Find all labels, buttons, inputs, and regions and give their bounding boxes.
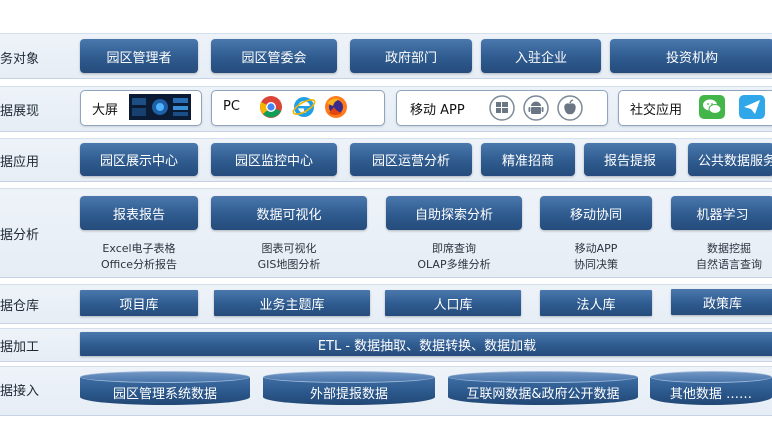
audience-park-manager[interactable]: 园区管理者	[80, 39, 198, 73]
analysis-self-service[interactable]: 自助探索分析	[386, 196, 522, 230]
app-precise-investment[interactable]: 精准招商	[481, 143, 575, 176]
ingest-other-data-label: 其他数据 ……	[669, 387, 753, 402]
audience-enterprise[interactable]: 入驻企业	[481, 39, 601, 73]
warehouse-legal-entity[interactable]: 法人库	[540, 290, 652, 316]
display-bigscreen-label: 大屏	[92, 103, 119, 118]
audience-park-committee[interactable]: 园区管委会	[211, 39, 337, 73]
app-report-submission[interactable]: 报告提报	[584, 143, 676, 176]
wechat-icon[interactable]	[699, 95, 725, 123]
analysis-visualization[interactable]: 数据可视化	[211, 196, 367, 230]
ie-icon[interactable]	[292, 95, 316, 123]
windows-icon[interactable]	[489, 95, 515, 125]
analysis-mobile-collab-sub2: 协同决策	[574, 258, 618, 271]
apple-icon[interactable]	[557, 95, 583, 125]
app-public-data-service[interactable]: 公共数据服务	[688, 143, 772, 176]
android-icon[interactable]	[523, 95, 549, 125]
analysis-reports-sub1: Excel电子表格	[102, 242, 176, 255]
ingest-park-system-data-label: 园区管理系统数据	[112, 387, 217, 402]
message-icon[interactable]	[739, 95, 765, 123]
display-social-label: 社交应用	[630, 103, 683, 118]
display-mobile-label: 移动 APP	[410, 103, 465, 118]
ingest-external-report-data[interactable]: 外部提报数据	[263, 371, 435, 405]
analysis-visualization-sub1: 图表可视化	[261, 242, 317, 255]
row-label-warehouse: 据仓库	[0, 299, 40, 314]
analysis-self-service-sub2: OLAP多维分析	[417, 258, 491, 271]
row-label-processing: 据加工	[0, 340, 40, 355]
analysis-mobile-collab[interactable]: 移动协同	[540, 196, 652, 230]
screen-thumbnail-icon	[129, 94, 191, 120]
analysis-self-service-sub1: 即席查询	[432, 242, 476, 255]
app-park-operation-analysis[interactable]: 园区运营分析	[350, 143, 472, 176]
app-park-display-center[interactable]: 园区展示中心	[80, 143, 198, 176]
audience-government[interactable]: 政府部门	[350, 39, 472, 73]
analysis-mobile-collab-sub1: 移动APP	[574, 242, 618, 255]
ingest-internet-gov-data[interactable]: 互联网数据&政府公开数据	[448, 371, 638, 405]
analysis-machine-learning[interactable]: 机器学习	[671, 196, 772, 230]
row-label-ingest: 据接入	[0, 384, 40, 399]
ingest-park-system-data[interactable]: 园区管理系统数据	[80, 371, 250, 405]
warehouse-population[interactable]: 人口库	[385, 290, 521, 316]
audience-investor[interactable]: 投资机构	[610, 39, 772, 73]
analysis-reports-sub2: Office分析报告	[100, 258, 178, 271]
warehouse-project[interactable]: 项目库	[80, 290, 198, 316]
firefox-icon[interactable]	[324, 95, 348, 123]
chrome-icon[interactable]	[259, 95, 283, 123]
warehouse-policy[interactable]: 政策库	[671, 289, 772, 315]
analysis-machine-learning-sub2: 自然语言查询	[696, 258, 762, 271]
row-label-display: 据展现	[0, 104, 40, 119]
warehouse-business-topic[interactable]: 业务主题库	[214, 290, 370, 316]
analysis-machine-learning-sub1: 数据挖掘	[707, 242, 751, 255]
etl-bar[interactable]: ETL - 数据抽取、数据转换、数据加载	[80, 332, 772, 356]
analysis-visualization-sub2: GIS地图分析	[257, 258, 321, 271]
ingest-other-data[interactable]: 其他数据 ……	[650, 371, 772, 405]
row-label-application: 据应用	[0, 155, 40, 170]
row-label-audience: 务对象	[0, 52, 40, 67]
ingest-external-report-data-label: 外部提报数据	[309, 387, 388, 402]
analysis-reports[interactable]: 报表报告	[80, 196, 198, 230]
ingest-internet-gov-data-label: 互联网数据&政府公开数据	[466, 387, 620, 402]
row-label-analysis: 据分析	[0, 228, 40, 243]
app-park-monitor-center[interactable]: 园区监控中心	[211, 143, 337, 176]
display-pc-label: PC	[223, 99, 240, 114]
